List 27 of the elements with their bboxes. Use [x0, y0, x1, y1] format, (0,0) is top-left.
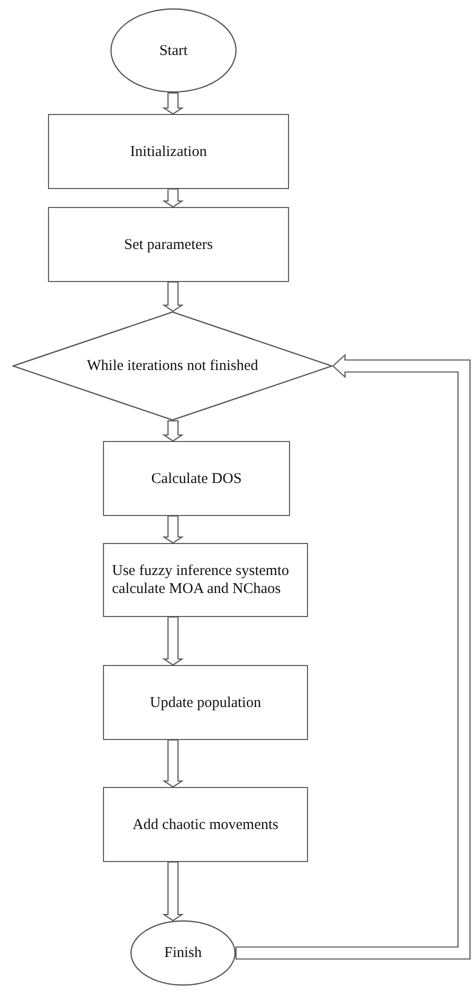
node-label: Set parameters — [124, 236, 213, 254]
block-arrow — [162, 739, 184, 788]
node-label: Finish — [164, 944, 202, 962]
block-arrow — [162, 188, 184, 208]
node-label: Use fuzzy inference systemto calculate MOA and NChaos — [112, 562, 290, 598]
block-arrow — [162, 420, 184, 442]
process-box — [103, 787, 308, 862]
block-arrow — [162, 281, 184, 312]
terminal-ellipse — [130, 920, 236, 986]
node-label: Update population — [150, 694, 262, 712]
block-arrow — [235, 354, 471, 960]
block-arrow — [162, 92, 184, 115]
block-arrow — [162, 861, 184, 922]
node-label: Initialization — [130, 142, 207, 160]
process-box — [103, 543, 308, 617]
process-box — [48, 207, 289, 282]
block-arrow — [162, 616, 184, 666]
process-box — [48, 114, 289, 189]
node-label: Start — [159, 42, 188, 60]
block-arrow — [162, 515, 184, 544]
terminal-ellipse — [110, 8, 237, 93]
node-label: Add chaotic movements — [132, 816, 278, 834]
decision-diamond — [12, 311, 333, 421]
node-label: While iterations not finished — [86, 357, 258, 375]
node-label: Calculate DOS — [151, 470, 242, 488]
process-box — [103, 665, 308, 740]
process-box — [103, 441, 290, 516]
